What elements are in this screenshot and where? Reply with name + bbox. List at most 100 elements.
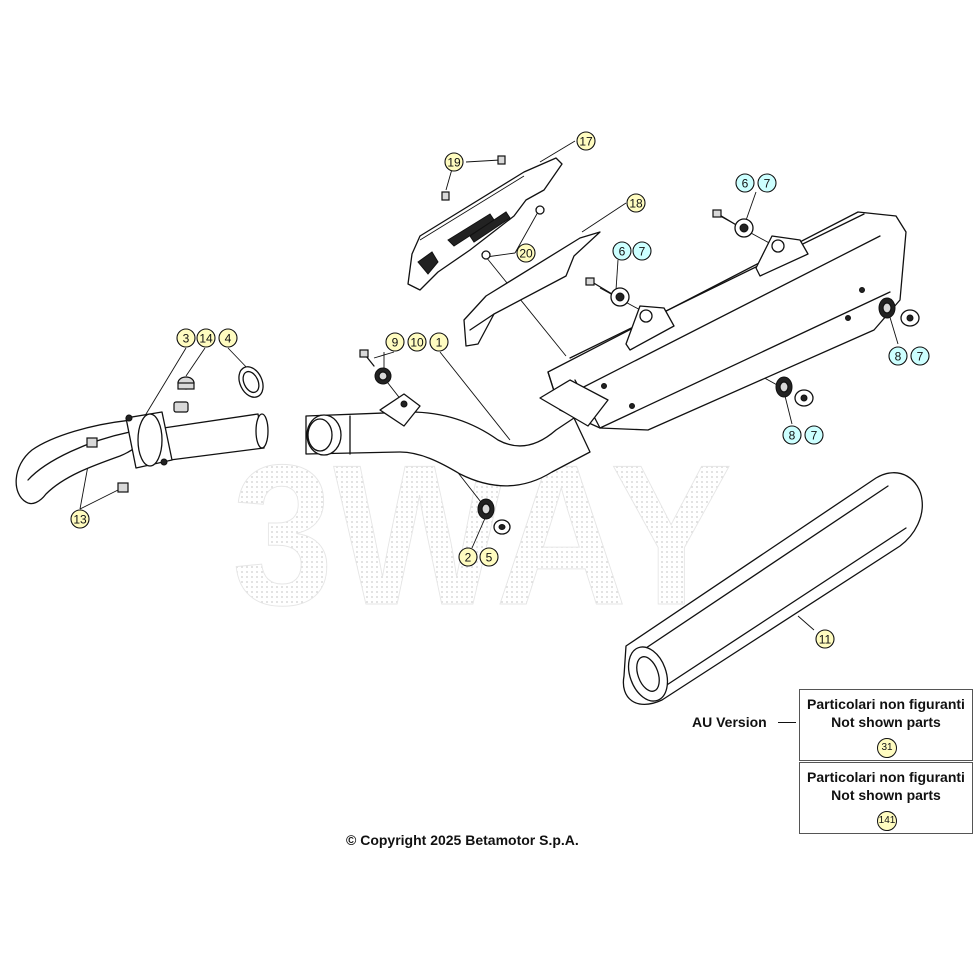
- callout-circle: [804, 425, 824, 445]
- callout-circle: [70, 509, 90, 529]
- not-shown-line1: Particolari non figuranti: [807, 696, 965, 712]
- callout-circle: [429, 332, 449, 352]
- bolt-part-9: [359, 349, 375, 367]
- callout-circle: [385, 332, 405, 352]
- callout-circle: [458, 547, 478, 567]
- grommet-part-10: [374, 367, 392, 385]
- au-version-dash: [778, 722, 796, 723]
- not-shown-parts-box-1: Particolari non figuranti Not shown part…: [799, 689, 973, 761]
- not-shown-line1: Particolari non figuranti: [807, 769, 965, 785]
- fitting: [173, 401, 189, 413]
- callout-c1: 1: [429, 332, 449, 352]
- bolt-part-6a: [712, 209, 739, 227]
- bolt-part-6b: [585, 277, 613, 295]
- wrap-part-11: [622, 472, 923, 705]
- grommet-part-8b: [775, 376, 793, 398]
- header-pipe-part-3: [15, 411, 269, 505]
- callout-c19: 19: [444, 152, 464, 172]
- callout-c11: 11: [815, 629, 835, 649]
- callout-label: 1: [436, 336, 443, 350]
- washer-part-7d: [794, 389, 814, 407]
- callout-circle: [407, 332, 427, 352]
- washer-part-5: [493, 519, 511, 535]
- callout-circle: [735, 173, 755, 193]
- callout-c7d: 7: [804, 425, 824, 445]
- callout-circle: [612, 241, 632, 261]
- part-number-badge: 141: [877, 811, 897, 831]
- callout-label: 10: [410, 336, 424, 350]
- not-shown-line2: Not shown parts: [831, 714, 941, 730]
- callout-label: 7: [639, 245, 646, 259]
- washer-part-7a: [734, 218, 754, 238]
- callout-circle: [176, 328, 196, 348]
- nut-part-20: [481, 205, 545, 260]
- callout-label: 7: [764, 177, 771, 191]
- callout-label: 18: [629, 197, 643, 211]
- callout-circle: [218, 328, 238, 348]
- callout-c9: 9: [385, 332, 405, 352]
- callout-label: 20: [519, 247, 533, 261]
- callout-label: 19: [447, 156, 461, 170]
- callout-circle: [632, 241, 652, 261]
- callout-circle: [815, 629, 835, 649]
- heat-shield-part-17: [407, 157, 563, 291]
- callout-circle: [757, 173, 777, 193]
- callout-c17: 17: [576, 131, 596, 151]
- callout-c6a: 6: [735, 173, 755, 193]
- callout-label: 7: [917, 350, 924, 364]
- plug-part-14: [177, 376, 195, 390]
- callout-label: 14: [199, 332, 213, 346]
- callout-circle: [576, 131, 596, 151]
- callout-label: 2: [465, 551, 472, 565]
- washer-part-7b: [610, 287, 630, 307]
- washer-part-7c: [900, 309, 920, 327]
- gasket-part-4: [238, 366, 264, 398]
- callout-circle: [910, 346, 930, 366]
- screw-part-19: [441, 155, 506, 201]
- callout-circle: [516, 243, 536, 263]
- callout-c8b: 8: [782, 425, 802, 445]
- callout-c2: 2: [458, 547, 478, 567]
- not-shown-line2: Not shown parts: [831, 787, 941, 803]
- callout-label: 11: [819, 633, 832, 647]
- callout-c5: 5: [479, 547, 499, 567]
- silencer-body: [539, 211, 907, 431]
- callout-label: 8: [789, 429, 796, 443]
- callout-label: 3: [183, 332, 190, 346]
- callout-label: 17: [579, 135, 593, 149]
- not-shown-parts-box-2: Particolari non figuranti Not shown part…: [799, 762, 973, 834]
- nut-part-13: [86, 437, 129, 493]
- callout-label: 4: [225, 332, 232, 346]
- callout-circle: [626, 193, 646, 213]
- callout-c3: 3: [176, 328, 196, 348]
- callout-label: 5: [486, 551, 493, 565]
- callout-c18: 18: [626, 193, 646, 213]
- callout-circle: [888, 346, 908, 366]
- heat-shield-part-18: [463, 231, 601, 347]
- callout-label: 9: [392, 336, 399, 350]
- callout-circle: [196, 328, 216, 348]
- callout-c7b: 7: [632, 241, 652, 261]
- callout-label: 8: [895, 350, 902, 364]
- callout-label: 6: [742, 177, 749, 191]
- au-version-label: AU Version: [692, 714, 767, 730]
- grommet-part-8a: [878, 297, 896, 319]
- mid-pipe-part-1: [305, 393, 591, 487]
- callout-circle: [479, 547, 499, 567]
- callout-c8a: 8: [888, 346, 908, 366]
- callout-label: 6: [619, 245, 626, 259]
- callout-c4: 4: [218, 328, 238, 348]
- callout-circle: [782, 425, 802, 445]
- callout-c7c: 7: [910, 346, 930, 366]
- callout-c6b: 6: [612, 241, 632, 261]
- callout-label: 13: [73, 513, 87, 527]
- callout-label: 7: [811, 429, 818, 443]
- callout-circle: [444, 152, 464, 172]
- callout-c13: 13: [70, 509, 90, 529]
- copyright-notice: © Copyright 2025 Betamotor S.p.A.: [346, 832, 579, 848]
- callout-c14: 14: [196, 328, 216, 348]
- callout-c7a: 7: [757, 173, 777, 193]
- part-number-badge: 31: [877, 738, 897, 758]
- grommet-part-2: [477, 498, 495, 520]
